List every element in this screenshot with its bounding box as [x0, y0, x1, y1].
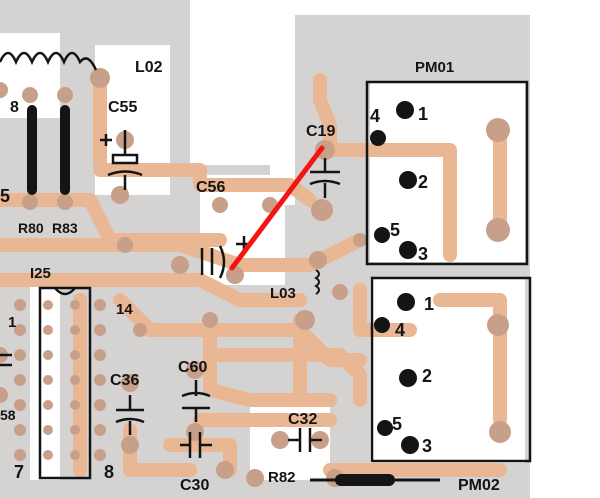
resistor-r80: [27, 105, 37, 195]
pm01-pin-2: 2: [418, 172, 428, 192]
label-l03: L03: [270, 285, 296, 302]
label-r80: R80: [18, 220, 44, 236]
pm01-pin-4: 4: [370, 106, 380, 126]
pm01-pin-5: 5: [390, 220, 400, 240]
label-c60: C60: [178, 359, 207, 376]
label-num-8-top: 8: [10, 99, 19, 116]
capacitor-c30: [180, 432, 212, 458]
label-num-5-left: 5: [0, 186, 10, 206]
label-num-58: 58: [0, 407, 16, 423]
copper-traces: [0, 71, 507, 477]
pm01-pin-1: 1: [418, 104, 428, 124]
module-pm02: [370, 276, 532, 463]
silkscreen-labels: L02 PM01 C55 8 C19 5 C56 R80 R83 I25 L03…: [0, 59, 500, 494]
label-i25: I25: [30, 265, 51, 282]
inductor-coil-icon: [0, 51, 98, 71]
label-c55: C55: [108, 99, 137, 116]
electrolytic-capacitor-icon: [100, 130, 143, 190]
label-pin-14: 14: [116, 301, 133, 318]
capacitor-c19: [309, 158, 341, 198]
pm02-pin-1: 1: [424, 294, 434, 314]
capacitor-c32: [288, 428, 322, 452]
red-jumper-wire: [229, 145, 325, 271]
ic-i25-pins: [14, 299, 106, 461]
label-c56: C56: [196, 179, 225, 196]
pm02-pin-5: 5: [392, 414, 402, 434]
label-l02: L02: [135, 59, 163, 76]
resistor-r83: [60, 105, 70, 195]
label-c19: C19: [306, 123, 335, 140]
label-pin-7: 7: [14, 462, 24, 482]
inductor-l03: [314, 269, 320, 295]
pm02-pin-3: 3: [422, 436, 432, 456]
diode-bottom: [310, 474, 440, 486]
ceramic-capacitor-icon: [0, 353, 145, 435]
module-pm01: [365, 80, 529, 266]
label-c30: C30: [180, 477, 209, 494]
pm02-pin-4: 4: [395, 320, 405, 340]
label-r82: R82: [268, 469, 296, 486]
ic-chip-icon: [38, 286, 92, 480]
label-r83: R83: [52, 220, 78, 236]
label-c36: C36: [110, 372, 139, 389]
label-pin-1-left: 1: [8, 314, 16, 331]
label-pm02: PM02: [458, 477, 500, 494]
label-c32: C32: [288, 411, 317, 428]
capacitor-c60: [181, 380, 211, 422]
pm01-pin-3: 3: [418, 244, 428, 264]
label-pin-8-bottom: 8: [104, 462, 114, 482]
capacitor-c56: [200, 236, 252, 279]
label-pm01: PM01: [415, 59, 454, 76]
pm02-pin-2: 2: [422, 366, 432, 386]
